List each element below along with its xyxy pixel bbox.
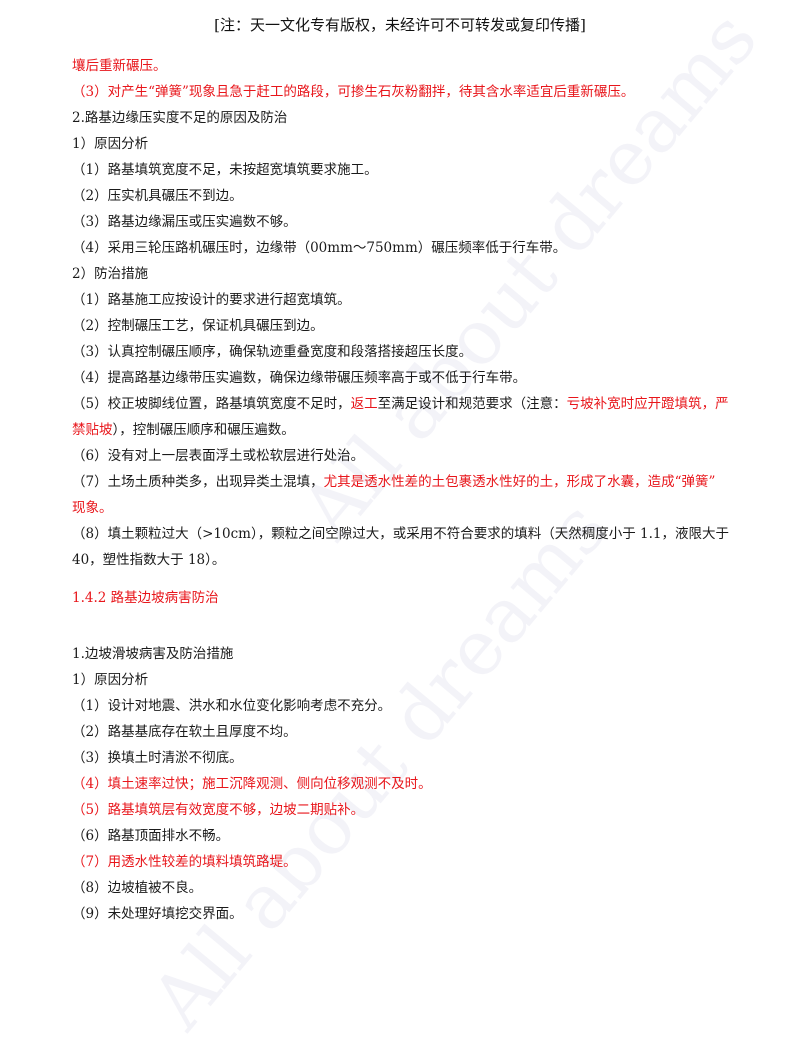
- text-line: （4）采用三轮压路机碾压时，边缘带（00mm～750mm）碾压频率低于行车带。: [72, 240, 567, 256]
- text-line: （3）换填土时清淤不彻底。: [72, 750, 243, 766]
- text-line: （3）路基边缘漏压或压实遍数不够。: [72, 214, 297, 230]
- text-line: 2.路基边缘压实度不足的原因及防治: [72, 110, 288, 126]
- measure-5-text-c: 至满足设计和规范要求（注意：: [377, 396, 567, 412]
- measure-6-line: （6）没有对上一层表面浮土或松软层进行处治。: [72, 448, 365, 464]
- measure-5-text-a: （5）校正坡脚线位置，路基填筑宽度不足时，: [72, 396, 351, 412]
- text-line: 1.边坡滑坡病害及防治措施: [72, 646, 234, 662]
- measure-7-text-a: （7）土场土质种类多，出现异类土混填，: [72, 474, 324, 490]
- text-line: （8）边坡植被不良。: [72, 880, 203, 896]
- copyright-header: [注：天一文化专有版权，未经许可不可转发或复印传播]: [214, 16, 586, 34]
- text-line: 2）防治措施: [72, 266, 149, 282]
- text-line: （3）认真控制碾压顺序，确保轨迹重叠宽度和段落搭接超压长度。: [72, 344, 473, 360]
- measure-5-text-d: 亏坡补宽时应开蹬填筑，严: [566, 396, 729, 412]
- text-line: （5）路基填筑层有效宽度不够，边坡二期贴补。: [72, 802, 365, 818]
- text-line: （6）路基顶面排水不畅。: [72, 828, 230, 844]
- text-line: （4）提高路基边缘带压实遍数，确保边缘带碾压频率高于或不低于行车带。: [72, 370, 527, 386]
- measure-5-text-b: 返工: [350, 396, 378, 412]
- subgrade-edge-section: 壤后重新碾压。 （3）对产生“弹簧”现象且急于赶工的路段，可掺生石灰粉翻拌，待其含…: [72, 53, 752, 391]
- text-line: （1）路基施工应按设计的要求进行超宽填筑。: [72, 292, 351, 308]
- measure-5-paragraph: （5）校正坡脚线位置，路基填筑宽度不足时，返工至满足设计和规范要求（注意：亏坡补…: [72, 391, 752, 443]
- section-heading: 1.4.2 路基边坡病害防治: [72, 590, 219, 606]
- slope-disease-section: 1.边坡滑坡病害及防治措施 1）原因分析 （1）设计对地震、洪水和水位变化影响考虑不…: [72, 641, 752, 927]
- measure-5-text-f: ），控制碾压顺序和碾压遍数。: [112, 422, 295, 438]
- measure-5-text-e: 禁贴坡: [72, 422, 113, 438]
- text-line: 1）原因分析: [72, 672, 149, 688]
- measure-8-line-2: 40，塑性指数大于 18）。: [72, 552, 226, 568]
- text-line: （2）路基基底存在软土且厚度不均。: [72, 724, 297, 740]
- text-line: 1）原因分析: [72, 136, 149, 152]
- document-body: 壤后重新碾压。 （3）对产生“弹簧”现象且急于赶工的路段，可掺生石灰粉翻拌，待其含…: [72, 53, 752, 927]
- measure-7-text-b: 尤其是透水性差的土包裹透水性好的土，形成了水囊，造成“弹簧”: [323, 474, 716, 490]
- text-line: （7）用透水性较差的填料填筑路堤。: [72, 854, 297, 870]
- text-line: （2）控制碾压工艺，保证机具碾压到边。: [72, 318, 324, 334]
- measure-7-text-c: 现象。: [72, 500, 113, 516]
- measure-8-line-1: （8）填土颗粒过大（>10cm），颗粒之间空隙过大，或采用不符合要求的填料（天然…: [72, 526, 729, 542]
- text-line: 壤后重新碾压。: [72, 58, 167, 74]
- text-line: （4）填土速率过快；施工沉降观测、侧向位移观测不及时。: [72, 776, 432, 792]
- text-line: （1）路基填筑宽度不足，未按超宽填筑要求施工。: [72, 162, 378, 178]
- text-line: （3）对产生“弹簧”现象且急于赶工的路段，可掺生石灰粉翻拌，待其含水率适宜后重新…: [72, 84, 635, 100]
- text-line: （2）压实机具碾压不到边。: [72, 188, 243, 204]
- measure-7-paragraph: （7）土场土质种类多，出现异类土混填，尤其是透水性差的土包裹透水性好的土，形成了…: [72, 469, 752, 521]
- text-line: （1）设计对地震、洪水和水位变化影响考虑不充分。: [72, 698, 392, 714]
- text-line: （9）未处理好填挖交界面。: [72, 906, 243, 922]
